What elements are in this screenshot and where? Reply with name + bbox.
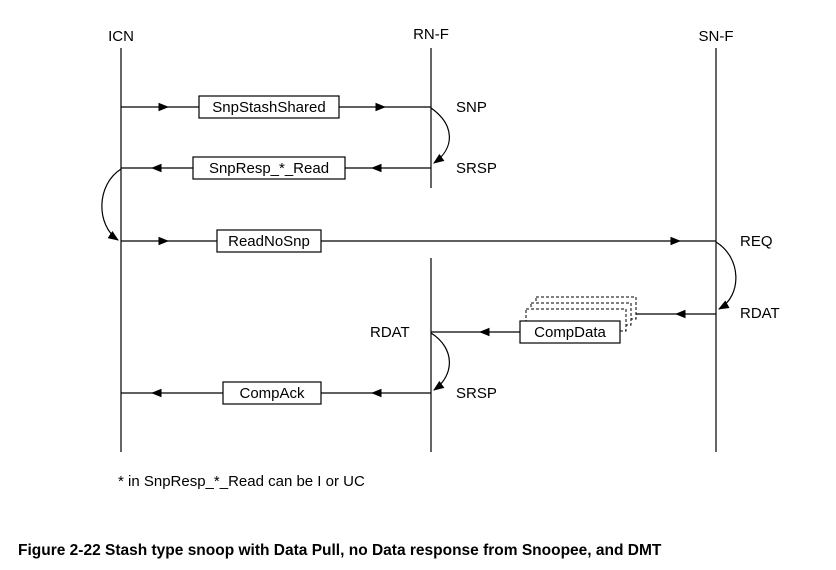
srsp-label-2: SRSP — [456, 385, 497, 402]
req-label: REQ — [740, 233, 773, 250]
snf-req-to-rdat-curve — [715, 241, 737, 310]
figure-caption: Figure 2-22 Stash type snoop with Data P… — [18, 542, 662, 559]
icn-internal-curve — [101, 168, 122, 241]
rnf-snp-to-srsp-curve — [430, 107, 450, 164]
read-no-snp-text: ReadNoSnp — [228, 233, 310, 250]
message-comp-ack: CompAck — [121, 381, 431, 405]
icn-label: ICN — [108, 28, 134, 45]
rdat-snf-label: RDAT — [740, 305, 780, 322]
snp-stash-shared-text: SnpStashShared — [212, 99, 325, 116]
snp-label: SNP — [456, 99, 487, 116]
message-snp-resp-read: SnpResp_*_Read — [121, 156, 431, 180]
rnf-label: RN-F — [413, 26, 449, 43]
message-read-no-snp: ReadNoSnp — [121, 229, 716, 253]
srsp-label-1: SRSP — [456, 160, 497, 177]
comp-data-text: CompData — [534, 324, 606, 341]
message-comp-data: CompData — [431, 296, 716, 344]
rnf-rdat-to-srsp-curve — [430, 332, 450, 391]
footnote: * in SnpResp_*_Read can be I or UC — [118, 473, 365, 490]
rdat-rnf-label: RDAT — [370, 324, 410, 341]
snp-resp-read-text: SnpResp_*_Read — [209, 160, 329, 177]
snf-label: SN-F — [699, 28, 734, 45]
message-snp-stash-shared: SnpStashShared — [121, 95, 431, 119]
comp-ack-text: CompAck — [239, 385, 305, 402]
